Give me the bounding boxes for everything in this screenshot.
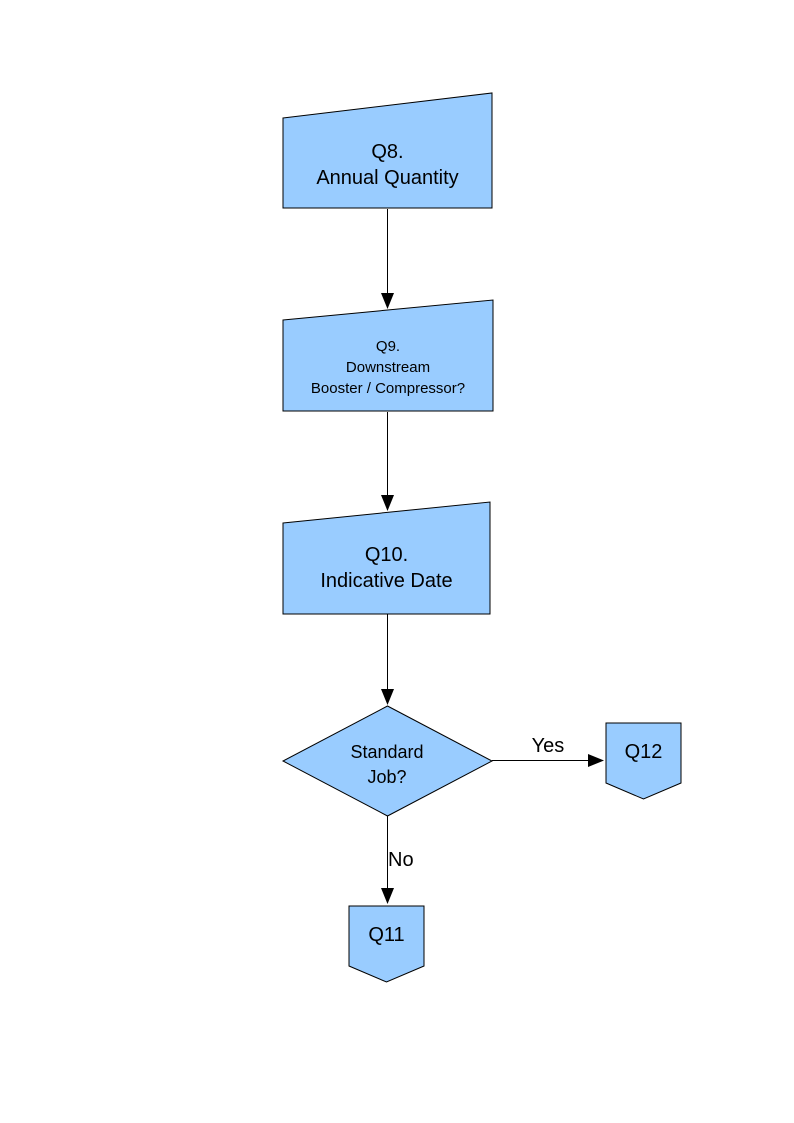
arrowhead-decision-q11 (381, 888, 394, 904)
flowchart-nodes (281, 92, 682, 983)
standard-job-decision-diamond (281, 705, 494, 817)
q9-manual-input-shape (282, 299, 494, 412)
q10-manual-input-shape (282, 501, 491, 615)
arrowhead-q10-decision (381, 689, 394, 705)
q8-manual-input-shape (282, 92, 493, 209)
arrowheads (381, 293, 604, 904)
arrowhead-q8-q9 (381, 293, 394, 309)
q12-off-page-connector-shape (605, 722, 682, 800)
connector-lines (387, 209, 590, 890)
q11-off-page-connector-shape (348, 905, 425, 983)
arrowhead-q9-q10 (381, 495, 394, 511)
arrowhead-decision-q12 (588, 754, 604, 767)
